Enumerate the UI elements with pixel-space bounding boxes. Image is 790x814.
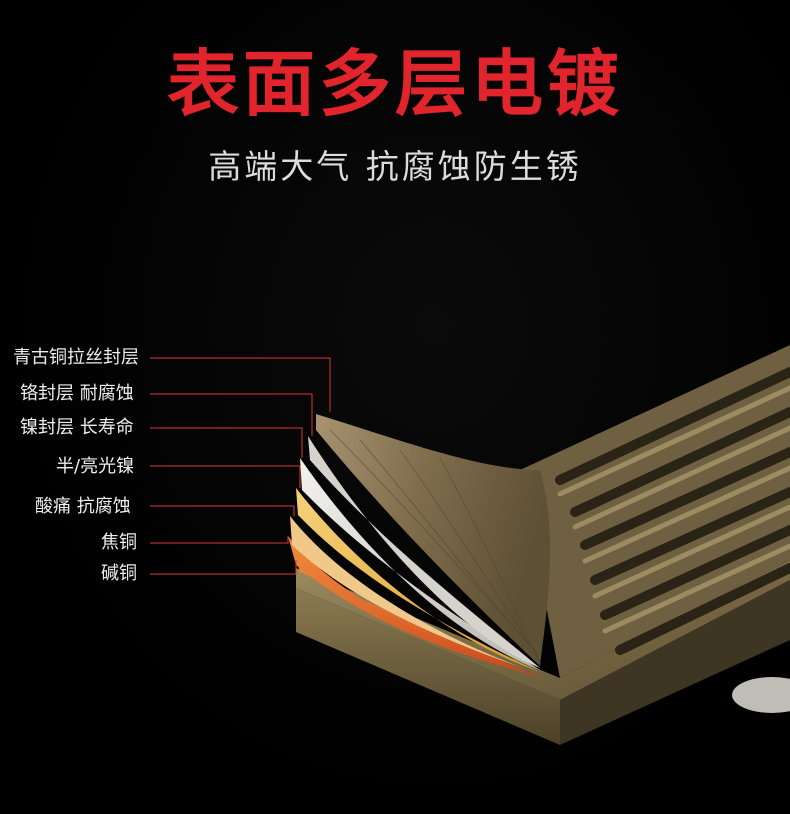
label-alkaline-copper: 碱铜: [101, 563, 137, 584]
leader-lines: [150, 357, 331, 575]
leader-line: [150, 560, 297, 575]
leader-line: [150, 465, 301, 488]
leader-line: [150, 505, 295, 516]
leader-line: [150, 427, 303, 458]
leader-line: [150, 536, 289, 544]
subheadline: 高端大气 抗腐蚀防生锈: [208, 147, 582, 186]
drain-pipe: [732, 677, 790, 713]
label-semi-bright-nickel: 半/亮光镍: [56, 456, 135, 477]
headline: 表面多层电镀: [166, 42, 623, 126]
label-antique-bronze-seal: 青古铜拉丝封层: [13, 347, 139, 368]
drain-slots: [555, 367, 790, 655]
label-nickel-seal: 镍封层 长寿命: [20, 417, 134, 438]
plating-layers: [288, 414, 551, 678]
label-chrome-seal: 铬封层 耐腐蚀: [20, 383, 134, 404]
label-pyro-copper: 焦铜: [101, 532, 137, 553]
leader-line: [150, 393, 313, 436]
leader-line: [150, 357, 331, 412]
label-acid-copper: 酸痛 抗腐蚀: [35, 496, 131, 517]
